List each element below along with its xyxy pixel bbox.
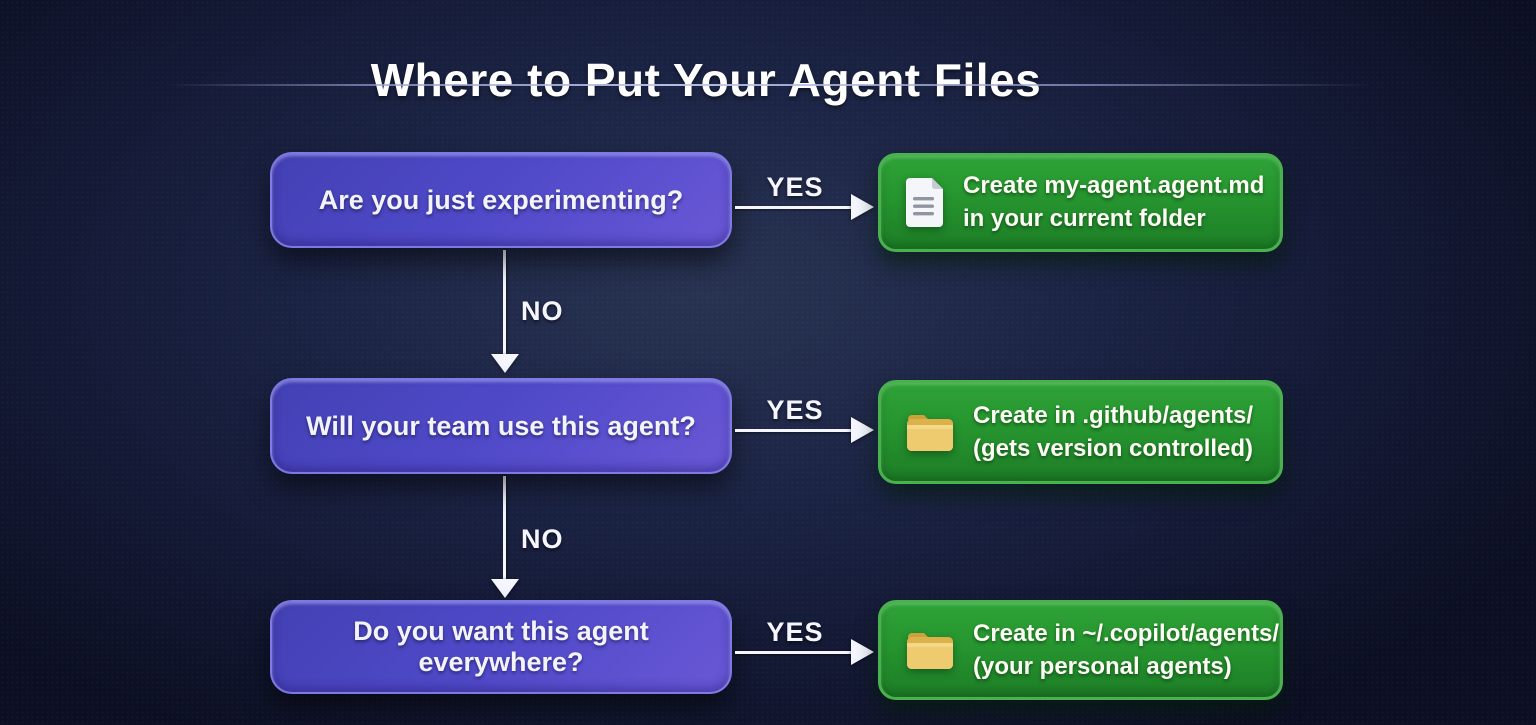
folder-icon <box>905 629 955 672</box>
result-card-copilot-agents: Create in ~/.copilot/agents/ (your perso… <box>878 600 1283 700</box>
no-arrowhead-icon <box>491 354 519 373</box>
yes-arrowhead-icon <box>851 417 874 443</box>
yes-arrowhead-icon <box>851 639 874 665</box>
document-icon <box>905 177 945 228</box>
yes-label: YES <box>766 395 824 425</box>
result-line-2: (your personal agents) <box>973 652 1232 680</box>
question-box-team-use: Will your team use this agent? <box>270 378 732 474</box>
no-label: NO <box>521 296 564 326</box>
question-text: Do you want this agent everywhere? <box>353 616 649 677</box>
result-card-github-agents: Create in .github/agents/ (gets version … <box>878 380 1283 484</box>
title-divider <box>165 84 1375 86</box>
no-arrowhead-icon <box>491 579 519 598</box>
yes-arrow <box>735 206 853 209</box>
yes-arrowhead-icon <box>851 194 874 220</box>
folder-icon <box>905 411 955 454</box>
question-text: Will your team use this agent? <box>306 410 696 441</box>
question-box-experimenting: Are you just experimenting? <box>270 152 732 248</box>
result-line-1: Create my-agent.agent.md <box>963 172 1265 199</box>
page-title: Where to Put Your Agent Files <box>370 53 1042 106</box>
result-line-2: (gets version controlled) <box>973 434 1254 462</box>
no-label: NO <box>521 524 564 554</box>
result-line-1: Create in .github/agents/ <box>973 401 1254 429</box>
result-line-1: Create in ~/.copilot/agents/ <box>973 619 1280 647</box>
yes-arrow <box>735 429 853 432</box>
no-arrow <box>503 476 506 580</box>
no-arrow <box>503 250 506 355</box>
question-box-agent-everywhere: Do you want this agent everywhere? <box>270 600 732 694</box>
yes-label: YES <box>766 172 824 202</box>
result-card-current-folder: Create my-agent.agent.md in your current… <box>878 153 1283 252</box>
question-text: Are you just experimenting? <box>318 184 684 215</box>
result-line-2: in your current folder <box>963 205 1206 232</box>
yes-label: YES <box>766 617 824 647</box>
yes-arrow <box>735 651 853 654</box>
